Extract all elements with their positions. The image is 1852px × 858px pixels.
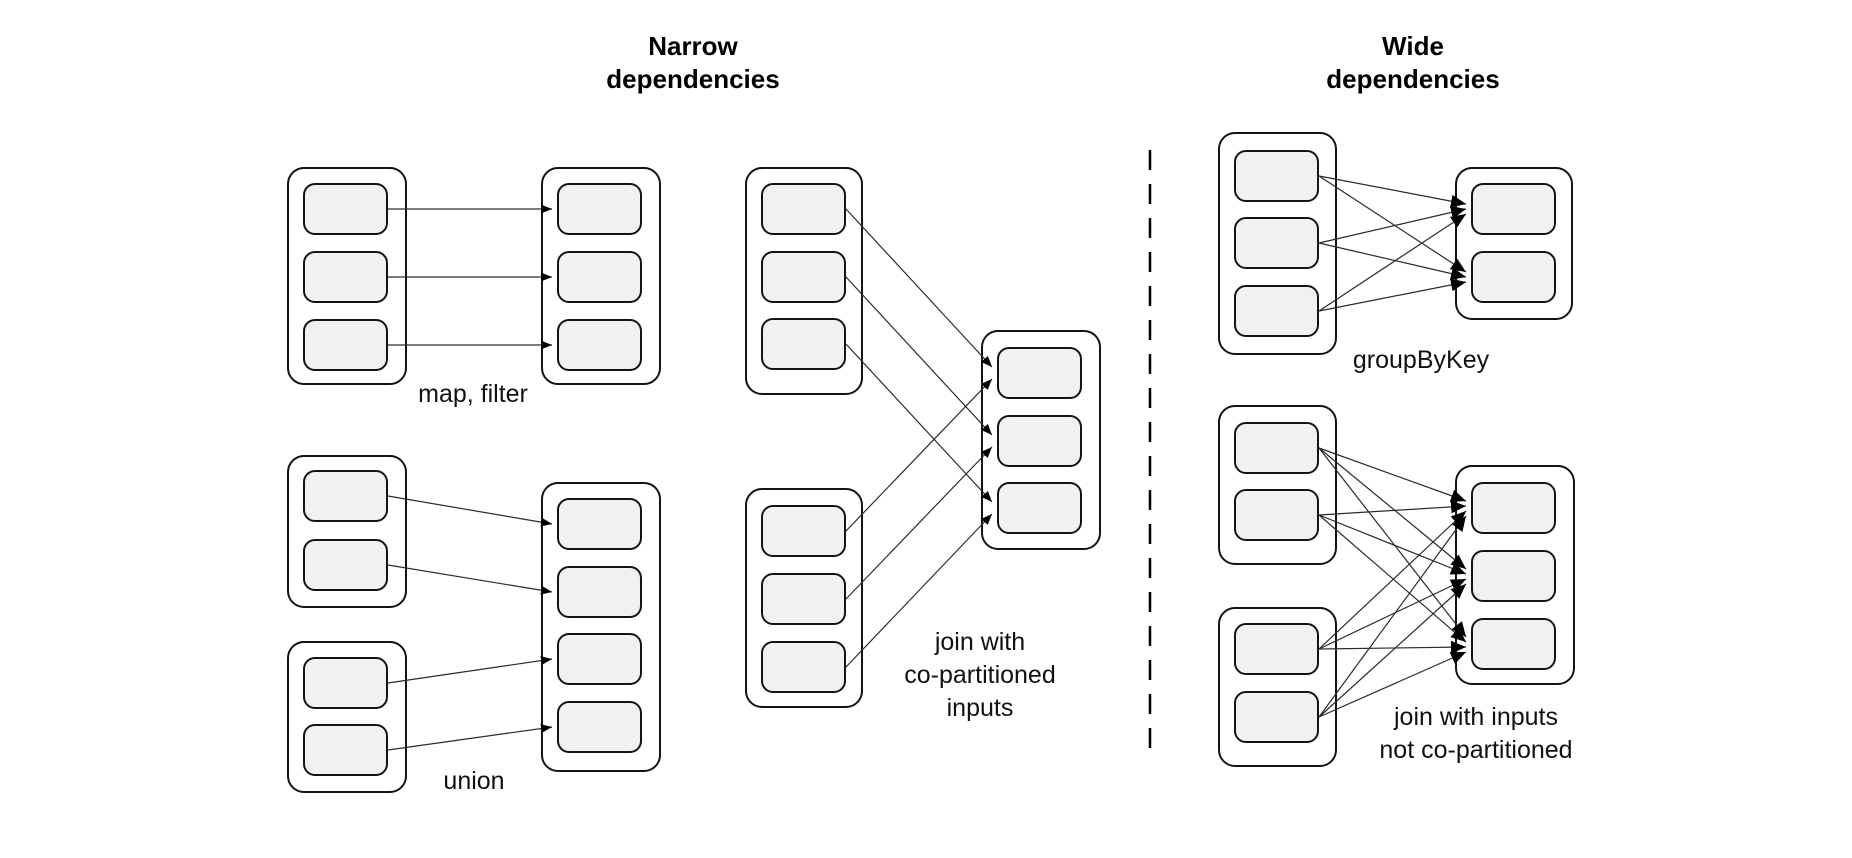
group-by-key-edges-1 bbox=[1318, 175, 1467, 208]
partition-map-filter-input-2 bbox=[303, 251, 388, 303]
partition-join-not-co-input-1-2 bbox=[1234, 489, 1319, 541]
join-not-co-partitioned-edges-6 bbox=[1318, 514, 1467, 575]
group-by-key-edges-2 bbox=[1318, 206, 1467, 244]
join-not-co-partitioned-edges-4 bbox=[1318, 515, 1467, 718]
join-co-partitioned-edges-2 bbox=[845, 276, 993, 436]
partition-join-not-co-output-3 bbox=[1471, 618, 1556, 670]
partition-join-co-input-1-3 bbox=[761, 318, 846, 370]
join-co-partitioned-edges-5 bbox=[845, 446, 993, 600]
join-not-co-partitioned-edges-2 bbox=[1318, 500, 1467, 516]
group-by-key-edges-5 bbox=[1318, 242, 1467, 280]
partition-join-co-output-2 bbox=[997, 415, 1082, 467]
partition-map-filter-output-1 bbox=[557, 183, 642, 235]
partition-map-filter-output-2 bbox=[557, 251, 642, 303]
group-by-key-edges-6 bbox=[1318, 278, 1467, 312]
partition-group-by-key-output-2 bbox=[1471, 251, 1556, 303]
partition-join-co-output-3 bbox=[997, 482, 1082, 534]
partition-union-output-2 bbox=[557, 566, 642, 618]
union-edges-3 bbox=[387, 656, 553, 684]
join-co-partitioned-edges-3 bbox=[845, 343, 993, 503]
partition-join-co-input-2-3 bbox=[761, 641, 846, 693]
join-not-co-partitioned-edges-11 bbox=[1318, 640, 1467, 654]
partition-union-input-1-2 bbox=[303, 539, 388, 591]
union-label: union bbox=[443, 767, 505, 795]
join-not-co-partitioned-edges-5 bbox=[1318, 447, 1467, 570]
join-not-co-partitioned-edges-9 bbox=[1318, 447, 1467, 638]
partition-map-filter-input-3 bbox=[303, 319, 388, 371]
join-not-co-partitioned-edges-8 bbox=[1318, 583, 1467, 718]
partition-join-not-co-input-2-1 bbox=[1234, 623, 1319, 675]
group-by-key-edges-3 bbox=[1318, 213, 1467, 312]
partition-join-co-input-1-2 bbox=[761, 251, 846, 303]
partition-group-by-key-input-2 bbox=[1234, 217, 1319, 269]
partition-join-not-co-input-1-1 bbox=[1234, 422, 1319, 474]
join-co-partitioned-edges-4 bbox=[845, 378, 993, 532]
union-edges-4 bbox=[387, 724, 553, 751]
partition-map-filter-input-1 bbox=[303, 183, 388, 235]
partition-group-by-key-input-3 bbox=[1234, 285, 1319, 337]
partition-map-filter-output-3 bbox=[557, 319, 642, 371]
partition-union-output-1 bbox=[557, 498, 642, 550]
partition-union-input-1-1 bbox=[303, 470, 388, 522]
partition-join-not-co-output-1 bbox=[1471, 482, 1556, 534]
partition-join-co-input-2-2 bbox=[761, 573, 846, 625]
group-by-key-edges-4 bbox=[1318, 175, 1467, 273]
join-co-partitioned-edges-1 bbox=[845, 208, 993, 368]
partition-join-co-output-1 bbox=[997, 347, 1082, 399]
group-by-key-label: groupByKey bbox=[1352, 346, 1490, 374]
map-filter-label: map, filter bbox=[418, 380, 528, 408]
partition-union-input-2-1 bbox=[303, 657, 388, 709]
join-co-partitioned-label: join with co-partitioned inputs bbox=[904, 628, 1056, 722]
partition-join-co-input-1-1 bbox=[761, 183, 846, 235]
join-not-co-partitioned-edges-3 bbox=[1318, 510, 1467, 650]
narrow-dependencies-title: Narrow dependencies bbox=[606, 31, 780, 94]
join-not-co-partitioned-edges-1 bbox=[1318, 447, 1467, 503]
partition-join-co-input-2-1 bbox=[761, 505, 846, 557]
join-not-co-partitioned-label: join with inputs not co-partitioned bbox=[1379, 703, 1573, 764]
partition-group-by-key-input-1 bbox=[1234, 150, 1319, 202]
partition-join-not-co-input-2-2 bbox=[1234, 691, 1319, 743]
join-not-co-partitioned-edges-10 bbox=[1318, 514, 1467, 643]
partition-union-output-4 bbox=[557, 701, 642, 753]
partition-union-output-3 bbox=[557, 633, 642, 685]
join-not-co-partitioned-edges-7 bbox=[1318, 578, 1467, 650]
union-edges-2 bbox=[387, 564, 553, 595]
wide-dependencies-title: Wide dependencies bbox=[1326, 31, 1500, 94]
partition-join-not-co-output-2 bbox=[1471, 550, 1556, 602]
partition-union-input-2-2 bbox=[303, 724, 388, 776]
partition-group-by-key-output-1 bbox=[1471, 183, 1556, 235]
union-edges-1 bbox=[387, 495, 553, 527]
